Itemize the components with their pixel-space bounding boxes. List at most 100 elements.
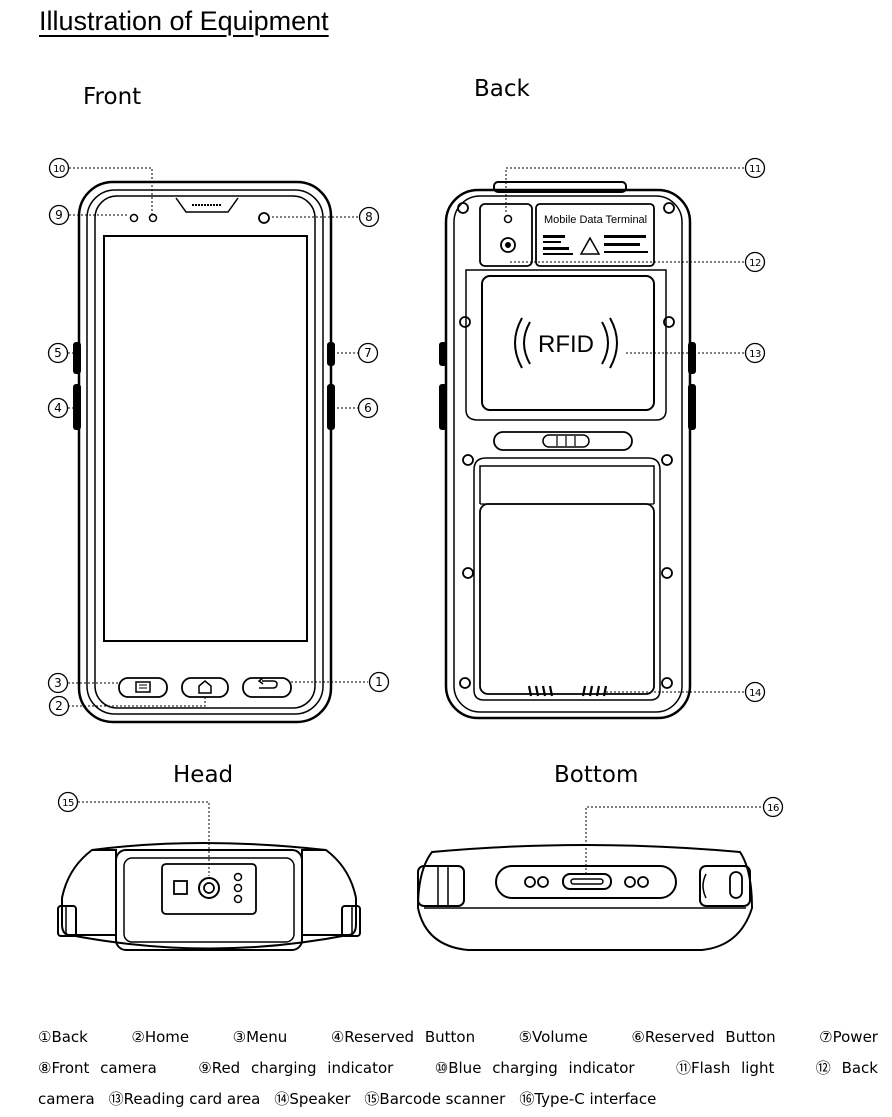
legend-item-flash-light: ⑪Flash light <box>676 1059 775 1077</box>
rfid-reading-area <box>481 275 655 411</box>
callout-3: 3 <box>47 672 69 694</box>
speaker-left <box>527 685 554 697</box>
front-camera <box>258 212 270 224</box>
legend-row-2: ⑧Front camera ⑨Red charging indicator ⑩B… <box>38 1053 878 1084</box>
legend-item-back-camera: ⑫ Back <box>815 1059 878 1077</box>
front-inner-shell <box>86 189 324 715</box>
home-icon <box>198 680 212 694</box>
callout-circle <box>57 791 79 813</box>
callout-number: 6 <box>364 401 372 415</box>
legend-row-3: camera ⑬Reading card area ⑭Speaker ⑮Barc… <box>38 1084 878 1115</box>
screw <box>661 567 673 579</box>
scanner-lens <box>198 877 220 899</box>
legend-item-barcode-scanner: ⑮Barcode scanner <box>364 1090 506 1108</box>
callout-10: 10 <box>48 157 70 179</box>
grip-latch <box>542 434 590 448</box>
blue-charging-indicator <box>148 213 158 223</box>
head-leaders <box>78 801 210 876</box>
screw <box>459 316 471 328</box>
legend-item-back-camera-cont: camera <box>38 1090 95 1108</box>
legend-item-type-c-interface: ⑯Type-C interface <box>519 1090 657 1108</box>
callout-11: 11 <box>744 157 766 179</box>
back-button <box>242 677 292 698</box>
screw <box>462 454 474 466</box>
callout-number: 15 <box>62 798 74 809</box>
callout-7: 7 <box>357 342 379 364</box>
legend-item-front-camera: ⑧Front camera <box>38 1059 157 1077</box>
callout-circle <box>744 251 766 273</box>
back-device: Mobile Data Terminal RFID <box>439 181 696 720</box>
bottom-leaders <box>585 806 762 874</box>
legend-item-reserved-button-6: ⑥Reserved Button <box>631 1028 776 1046</box>
bottom-left-clip <box>417 865 465 907</box>
callout-circle <box>48 157 70 179</box>
callout-circle <box>47 672 69 694</box>
battery-cover <box>479 503 655 695</box>
bottom-view-label: Bottom <box>554 762 639 788</box>
menu-icon <box>135 681 151 693</box>
back-icon <box>259 680 278 689</box>
battery-outer <box>473 457 661 701</box>
back-top-clip <box>493 181 627 193</box>
callout-12: 12 <box>744 251 766 273</box>
callout-number: 5 <box>54 346 62 360</box>
legend-row-1: ①Back ②Home ③Menu ④Reserved Button ⑤Volu… <box>38 1022 878 1053</box>
head-left-bumper <box>61 849 117 936</box>
label-plate <box>535 203 655 267</box>
legend-item-back: ①Back <box>38 1028 88 1046</box>
legend-item-reserved-button-4: ④Reserved Button <box>330 1028 476 1046</box>
legend-item-menu: ③Menu <box>232 1028 288 1046</box>
front-bezel <box>94 195 316 709</box>
back-leaders <box>505 167 744 693</box>
callout-circle <box>744 681 766 703</box>
callout-number: 14 <box>749 688 761 699</box>
callout-15: 15 <box>57 791 79 813</box>
callout-9: 9 <box>48 204 70 226</box>
callout-circle <box>357 342 379 364</box>
legend-item-reading-card-area: ⑬Reading card area <box>108 1090 261 1108</box>
legend-item-volume: ⑤Volume <box>518 1028 588 1046</box>
bottom-port-plate <box>495 865 677 899</box>
callout-13: 13 <box>744 342 766 364</box>
screw <box>459 677 471 689</box>
front-screen <box>103 235 308 642</box>
earpiece-notch <box>175 197 239 213</box>
callout-number: 13 <box>749 349 761 360</box>
head-device <box>57 842 361 951</box>
callout-number: 2 <box>55 699 63 713</box>
page-title: Illustration of Equipment <box>39 6 329 36</box>
label-plate-title: Mobile Data Terminal <box>544 214 647 226</box>
screw <box>462 567 474 579</box>
callout-number: 12 <box>749 258 761 269</box>
callout-circle <box>47 397 69 419</box>
callout-circle <box>368 671 390 693</box>
callout-number: 16 <box>767 803 779 814</box>
callout-number: 4 <box>54 401 62 415</box>
head-scanner-housing <box>115 849 303 951</box>
callout-circle <box>762 796 784 818</box>
callout-number: 8 <box>365 210 373 224</box>
head-view-label: Head <box>173 762 234 788</box>
type-c-port <box>562 873 612 890</box>
callout-circle <box>744 157 766 179</box>
screw <box>663 316 675 328</box>
rfid-text: RFID <box>538 331 594 358</box>
callout-2: 2 <box>48 695 70 717</box>
callout-circle <box>48 695 70 717</box>
camera-module <box>479 203 533 267</box>
callout-14: 14 <box>744 681 766 703</box>
legend-item-red-charging-indicator: ⑨Red charging indicator <box>198 1059 394 1077</box>
menu-button <box>118 677 168 698</box>
legend: ①Back ②Home ③Menu ④Reserved Button ⑤Volu… <box>38 1022 878 1115</box>
legend-item-blue-charging-indicator: ⑩Blue charging indicator <box>434 1059 635 1077</box>
callout-circle <box>744 342 766 364</box>
back-outer-shell <box>444 188 692 720</box>
grip-bar <box>493 431 633 451</box>
callout-16: 16 <box>762 796 784 818</box>
legend-item-home: ②Home <box>131 1028 190 1046</box>
callout-4: 4 <box>47 397 69 419</box>
head-bottom-curve <box>69 934 349 950</box>
laser-warning-icon <box>579 236 601 255</box>
back-view-label: Back <box>474 76 530 102</box>
